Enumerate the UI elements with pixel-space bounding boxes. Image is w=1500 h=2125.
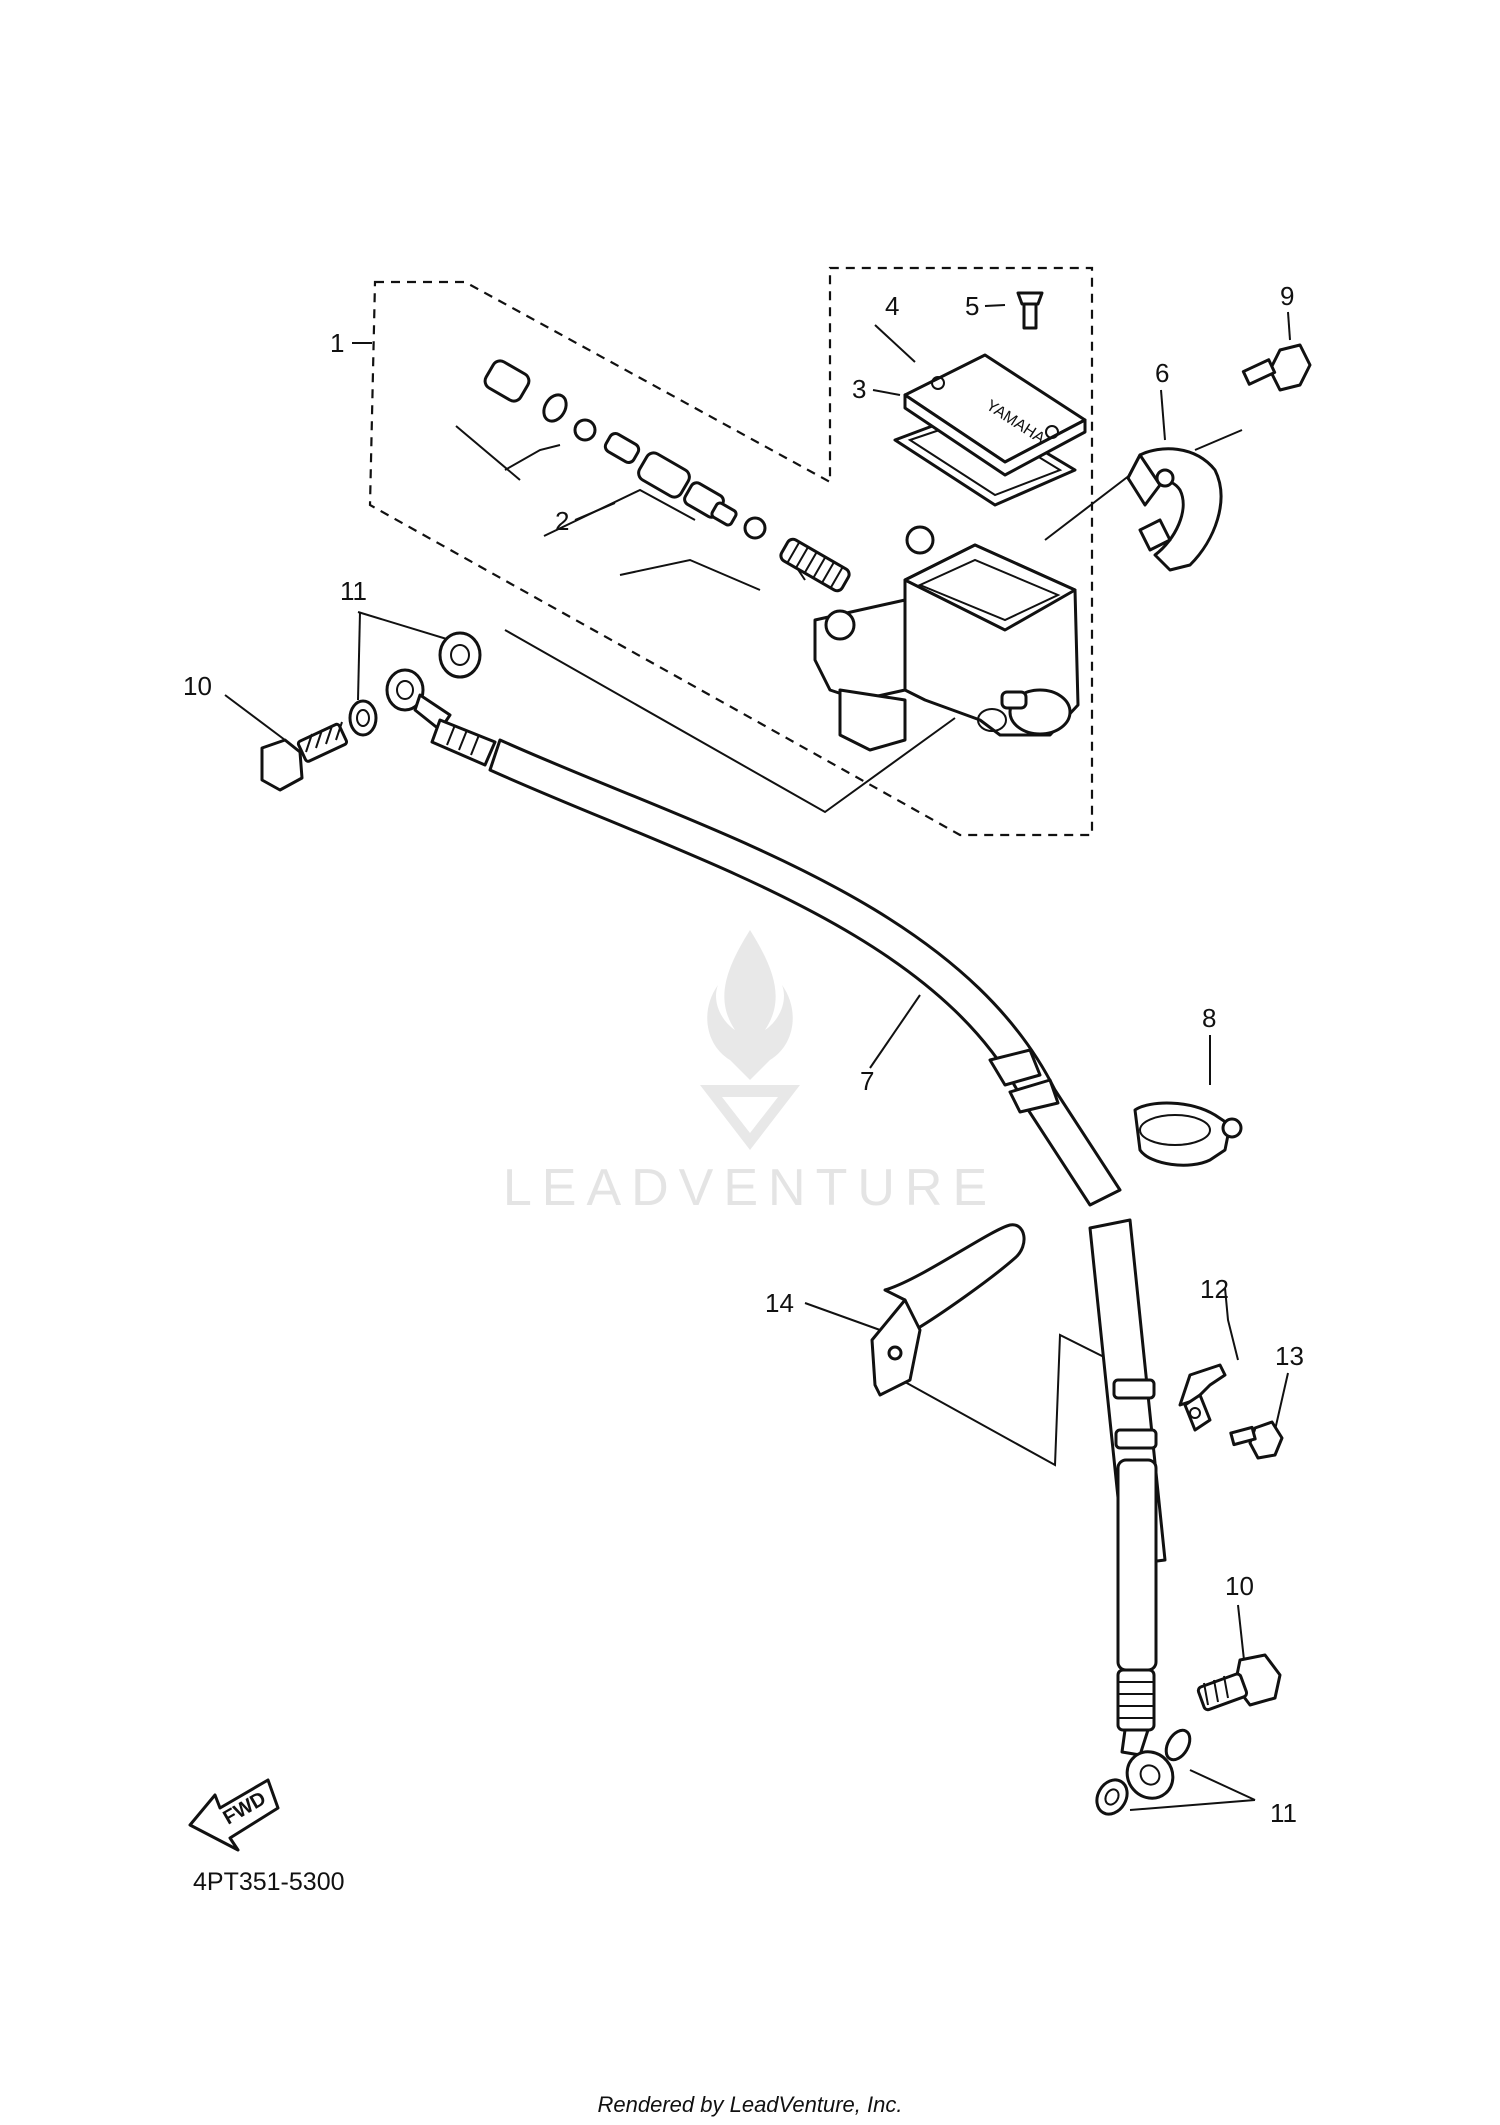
part-2-piston-kit <box>483 359 851 593</box>
master-cylinder-body <box>813 525 1080 752</box>
part-11-washers-bottom <box>1095 1728 1192 1816</box>
callout-10-top: 10 <box>183 671 212 701</box>
part-4-reservoir-cover: YAMAHA <box>903 353 1087 477</box>
part-7-brake-hose <box>385 668 1175 1800</box>
part-6-handlebar-clamp <box>1126 447 1223 572</box>
callout-3: 3 <box>852 374 866 404</box>
callout-10-bottom: 10 <box>1225 1571 1254 1601</box>
part-5-cover-screw <box>1016 291 1044 330</box>
watermark-flame-logo <box>707 930 793 1080</box>
part-8-hose-clamp <box>1133 1101 1243 1167</box>
part-10-banjo-bolt-bottom <box>1196 1653 1282 1712</box>
assembly-boundary <box>368 266 1094 837</box>
callout-1: 1 <box>330 328 344 358</box>
callout-11-top: 11 <box>340 576 367 606</box>
watermark-text: LEADVENTURE <box>503 1159 997 1217</box>
part-10-banjo-bolt-top <box>260 721 349 792</box>
callout-7: 7 <box>860 1066 874 1096</box>
callout-5: 5 <box>965 291 979 321</box>
part-12-hose-clip <box>1178 1363 1227 1432</box>
part-code: 4PT351-5300 <box>193 1868 345 1896</box>
callout-11-bottom: 11 <box>1270 1798 1297 1828</box>
part-9-clamp-bolt <box>1241 343 1312 392</box>
part-14-hose-bracket <box>870 1223 1026 1397</box>
callout-12: 12 <box>1200 1274 1229 1304</box>
callout-6: 6 <box>1155 358 1169 388</box>
callout-14: 14 <box>765 1288 794 1318</box>
callout-13: 13 <box>1275 1341 1304 1371</box>
watermark: LEADVENTURE <box>503 930 997 1217</box>
fwd-arrow-icon: FWD <box>188 1778 280 1852</box>
callout-2: 2 <box>555 506 569 536</box>
callout-4: 4 <box>885 291 899 321</box>
watermark-v-logo <box>700 1085 800 1150</box>
leader-lines <box>224 304 1291 1811</box>
footer-credit: Rendered by LeadVenture, Inc. <box>598 2092 903 2117</box>
part-13-clip-bolt <box>1229 1420 1284 1460</box>
hose-lower-fitting <box>1116 1668 1175 1800</box>
part-11-washers-top <box>348 631 482 737</box>
callout-9: 9 <box>1280 281 1294 311</box>
callout-8: 8 <box>1202 1003 1216 1033</box>
